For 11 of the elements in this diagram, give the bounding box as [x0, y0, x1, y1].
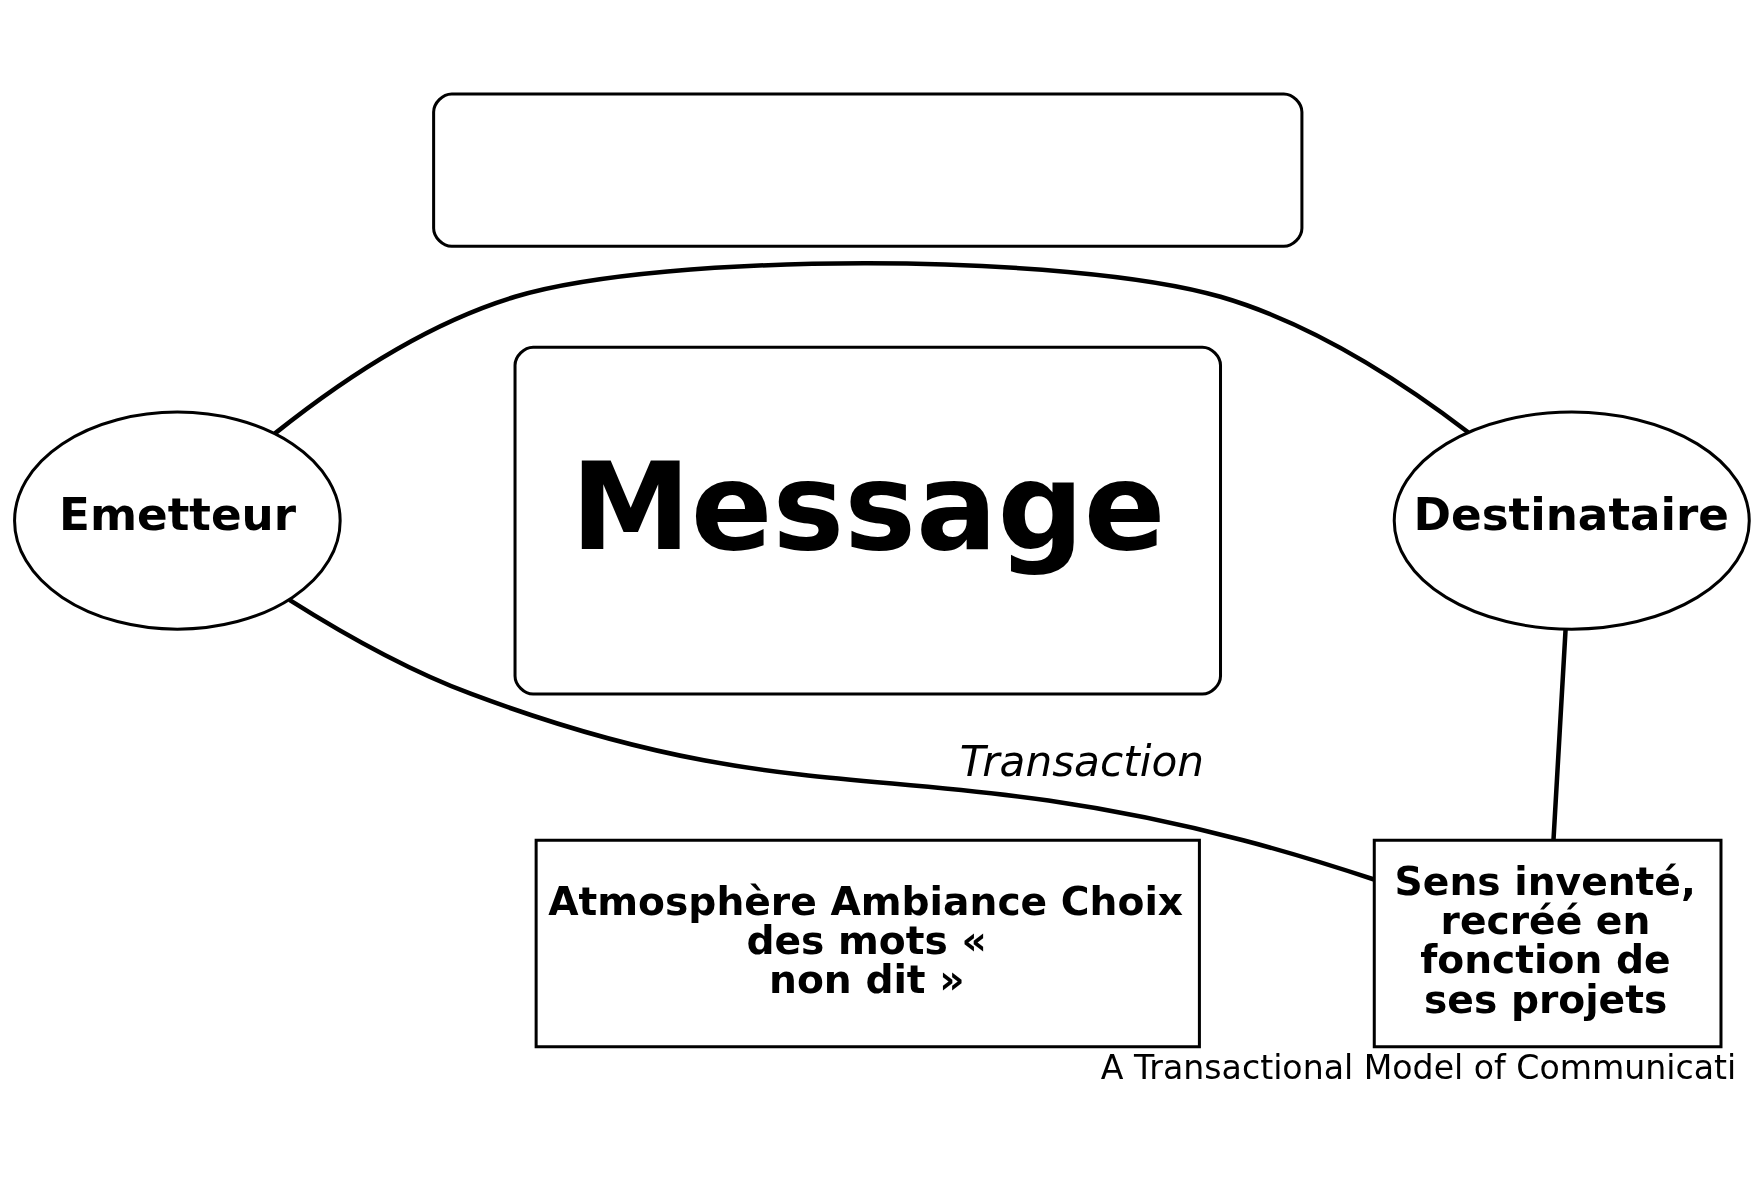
- node-box: [432, 92, 1304, 248]
- caption: A Transactional Model of Communicati: [1100, 1047, 1737, 1087]
- connector: [1551, 628, 1568, 840]
- node-box: Sens inventé, recréé en fonction de ses projets: [1372, 838, 1723, 1048]
- node-box: Message: [513, 345, 1222, 695]
- node-ellipse: Emetteur: [13, 410, 342, 631]
- edge-label: Transaction: [959, 736, 1204, 786]
- connector: [288, 597, 1375, 882]
- node-box: Atmosphère Ambiance Choix des mots « non dit »: [534, 838, 1201, 1048]
- connector: [273, 260, 1470, 435]
- node-ellipse: Destinataire: [1392, 410, 1751, 631]
